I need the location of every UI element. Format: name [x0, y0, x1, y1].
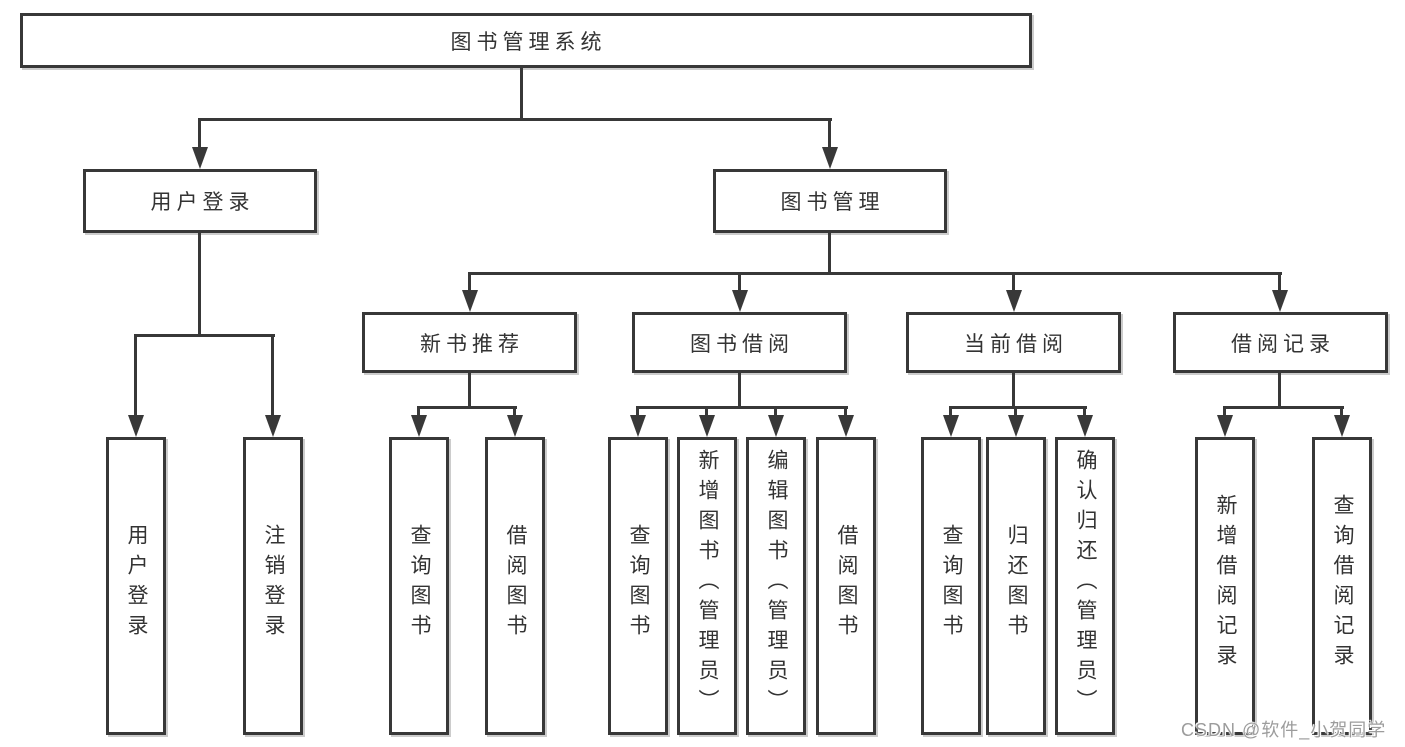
node-label: 图书管理 [780, 191, 885, 214]
leaf-label: 借阅图书 [504, 523, 527, 644]
node-book-borrow: 图书借阅 [632, 312, 847, 373]
connector-line [705, 406, 708, 419]
leaf-label: 查询图书 [940, 523, 963, 644]
connector-line [774, 406, 777, 419]
node-borrow-record: 借阅记录 [1173, 312, 1388, 373]
down-arrowhead-icon [507, 415, 523, 437]
connector-line [198, 118, 201, 151]
down-arrowhead-icon [1334, 415, 1350, 437]
down-arrowhead-icon [822, 147, 838, 169]
leaf-label: 注销登录 [262, 523, 285, 644]
node-label: 新书推荐 [420, 332, 524, 356]
down-arrowhead-icon [838, 415, 854, 437]
connector-line [828, 233, 831, 275]
connector-line [271, 334, 274, 418]
node-library-management-system: 图书管理系统 [20, 13, 1032, 68]
connector-line [198, 233, 201, 337]
down-arrowhead-icon [1217, 415, 1233, 437]
connector-line [636, 406, 639, 419]
leaf-user-login: 用户登录 [106, 437, 166, 735]
connector-line [468, 373, 471, 409]
down-arrowhead-icon [630, 415, 646, 437]
connector-line [198, 118, 832, 121]
leaf-borrow-edit-book-admin: 编辑图书（管理员） [746, 437, 806, 735]
down-arrowhead-icon [1272, 290, 1288, 312]
leaf-label: 确认归还（管理员） [1074, 448, 1097, 719]
leaf-current-query-book: 查询图书 [921, 437, 981, 735]
node-label: 当前借阅 [964, 332, 1068, 356]
leaf-label: 查询图书 [627, 523, 650, 644]
connector-line [520, 65, 523, 121]
leaf-label: 新增借阅记录 [1214, 493, 1237, 674]
connector-line [636, 406, 848, 409]
down-arrowhead-icon [192, 147, 208, 169]
node-label: 图书管理系统 [450, 30, 607, 54]
node-label: 借阅记录 [1231, 332, 1335, 356]
down-arrowhead-icon [411, 415, 427, 437]
leaf-label: 编辑图书（管理员） [765, 448, 788, 719]
connector-line [468, 272, 471, 294]
down-arrowhead-icon [699, 415, 715, 437]
down-arrowhead-icon [768, 415, 784, 437]
connector-line [1012, 272, 1015, 294]
connector-line [1083, 406, 1086, 419]
leaf-borrow-borrow-book: 借阅图书 [816, 437, 876, 735]
leaf-recommend-query-book: 查询图书 [389, 437, 449, 735]
connector-line [1278, 272, 1281, 294]
down-arrowhead-icon [1077, 415, 1093, 437]
node-new-book-recommend: 新书推荐 [362, 312, 577, 373]
connector-line [1012, 373, 1015, 409]
down-arrowhead-icon [462, 290, 478, 312]
leaf-current-return-book: 归还图书 [986, 437, 1046, 735]
connector-line [1223, 406, 1344, 409]
csdn-watermark: CSDN @软件_小贺同学 [1181, 720, 1387, 740]
leaf-borrow-query-book: 查询图书 [608, 437, 668, 735]
connector-line [738, 373, 741, 409]
connector-line [468, 272, 1282, 275]
node-current-borrow: 当前借阅 [906, 312, 1121, 373]
node-user-login: 用户登录 [83, 169, 317, 233]
leaf-label: 新增图书（管理员） [696, 448, 719, 719]
connector-line [1278, 373, 1281, 409]
down-arrowhead-icon [1006, 290, 1022, 312]
connector-line [134, 334, 137, 418]
connector-line [513, 406, 516, 419]
connector-line [417, 406, 420, 419]
connector-line [738, 272, 741, 294]
connector-line [417, 406, 517, 409]
down-arrowhead-icon [265, 415, 281, 437]
down-arrowhead-icon [128, 415, 144, 437]
connector-line [134, 334, 275, 337]
leaf-record-add-borrow-record: 新增借阅记录 [1195, 437, 1255, 735]
leaf-label: 借阅图书 [835, 523, 858, 644]
down-arrowhead-icon [943, 415, 959, 437]
down-arrowhead-icon [732, 290, 748, 312]
leaf-label: 归还图书 [1005, 523, 1028, 644]
node-label: 图书借阅 [690, 332, 794, 356]
leaf-label: 查询借阅记录 [1331, 493, 1354, 674]
leaf-current-confirm-return-admin: 确认归还（管理员） [1055, 437, 1115, 735]
connector-line [949, 406, 952, 419]
connector-line [828, 118, 831, 151]
leaf-recommend-borrow-book: 借阅图书 [485, 437, 545, 735]
connector-line [1223, 406, 1226, 419]
connector-line [1014, 406, 1017, 419]
node-book-management: 图书管理 [713, 169, 947, 233]
leaf-logout-login: 注销登录 [243, 437, 303, 735]
node-label: 用户登录 [150, 191, 255, 214]
connector-line [949, 406, 1087, 409]
leaf-record-query-borrow-record: 查询借阅记录 [1312, 437, 1372, 735]
connector-line [1340, 406, 1343, 419]
leaf-label: 用户登录 [125, 523, 148, 644]
connector-line [844, 406, 847, 419]
leaf-label: 查询图书 [408, 523, 431, 644]
down-arrowhead-icon [1008, 415, 1024, 437]
leaf-borrow-add-book-admin: 新增图书（管理员） [677, 437, 737, 735]
